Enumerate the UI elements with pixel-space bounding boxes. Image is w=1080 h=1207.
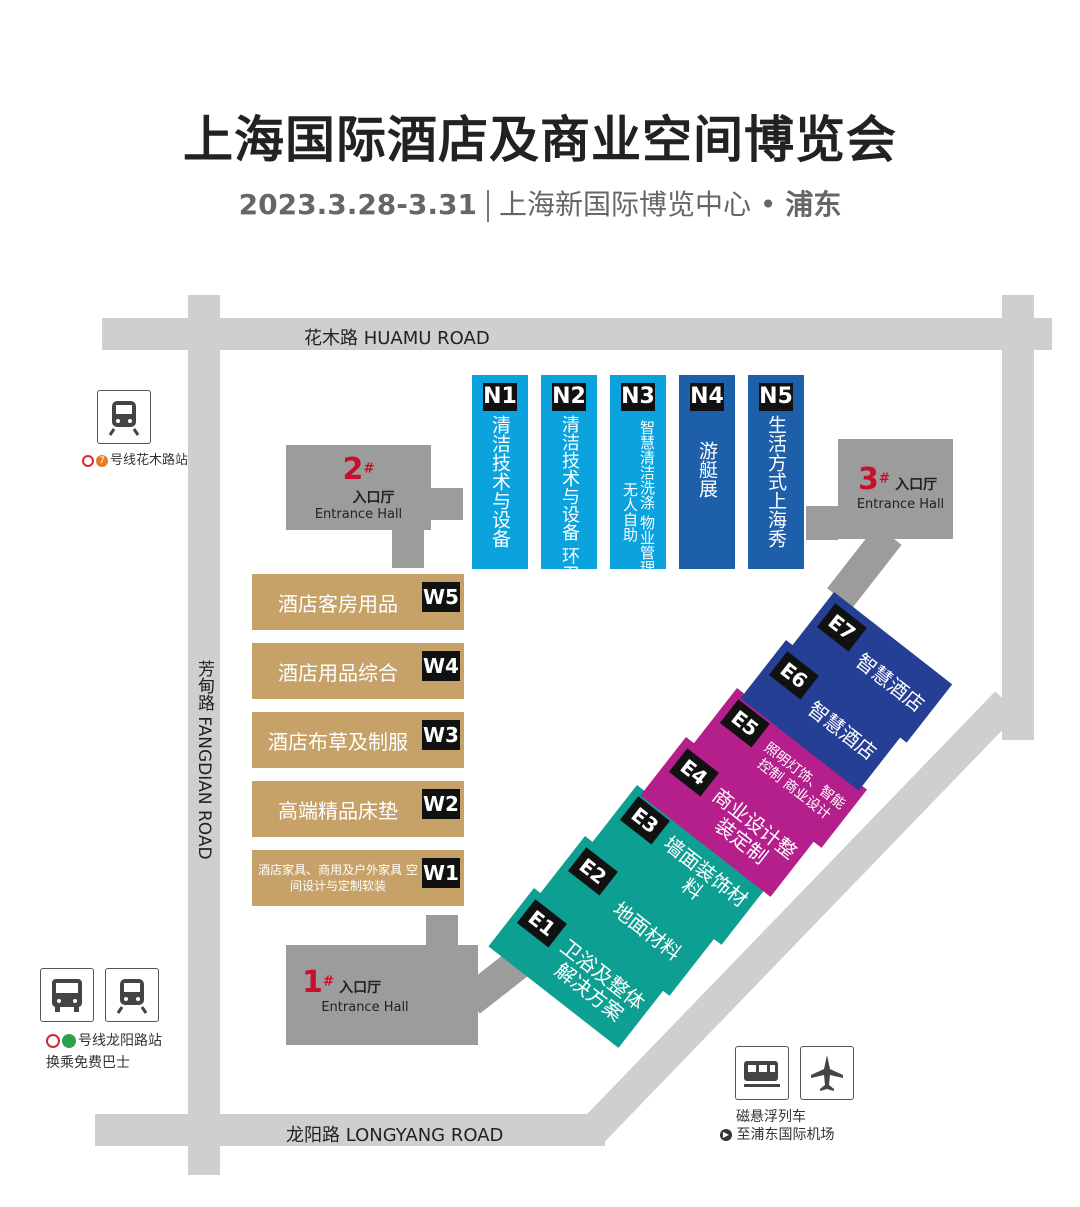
hall-w5[interactable]: 酒店客房用品 W5	[252, 574, 464, 630]
district-name: 浦东	[785, 188, 842, 221]
entrance-1-number: 1	[302, 965, 323, 1000]
shuttle-label: 换乘免费巴士	[46, 1055, 130, 1071]
entrance-2-connector	[431, 488, 463, 520]
entrance-3-connector	[806, 506, 838, 540]
longyang-station-label: 号线龙阳路站	[78, 1033, 162, 1049]
page-title: 上海国际酒店及商业空间博览会	[183, 111, 897, 169]
bus-icon	[40, 968, 94, 1022]
entrance-2-stem	[392, 530, 424, 568]
entrance-1-stem	[426, 915, 458, 947]
huamu-road-label: 花木路 HUAMU ROAD	[304, 328, 490, 349]
longyang-station: 号线龙阳路站	[46, 1030, 162, 1050]
hall-w1[interactable]: 酒店家具、商用及户外家具 空间设计与定制软装 W1	[252, 850, 464, 906]
hall-e7-tag: E7	[816, 603, 867, 652]
east-road	[1002, 295, 1034, 740]
fangdian-road-label: 芳甸路 FANGDIAN ROAD	[194, 660, 214, 860]
hall-w5-tag: W5	[422, 582, 460, 612]
hall-n3[interactable]: N3 智慧清洁洗涤 物业管理空净 无人自助	[610, 375, 666, 604]
hall-n4-tag: N4	[690, 383, 724, 411]
entrance-2-number: 2	[342, 452, 364, 487]
divider	[487, 190, 489, 222]
hall-w2-tag: W2	[422, 789, 460, 819]
entrance-1-cn: 入口厅	[339, 980, 382, 996]
entrance-3-en: Entrance Hall	[856, 497, 945, 512]
entrance-2-en: Entrance Hall	[314, 507, 403, 522]
subtitle: 2023.3.28-3.31 上海新国际博览中心 • 浦东	[0, 183, 1080, 223]
hall-w1-name: 酒店家具、商用及户外家具 空间设计与定制软装	[258, 863, 418, 893]
entrance-3-cn: 入口厅	[895, 477, 938, 493]
hall-n2-name: 清洁技术与设备 环卫	[559, 415, 580, 583]
entrance-3-sup: #	[878, 471, 891, 487]
line-badge-green	[62, 1034, 76, 1048]
hall-w4-name: 酒店用品综合	[278, 660, 398, 685]
hall-w3-tag: W3	[422, 720, 460, 750]
hall-w3[interactable]: 酒店布草及制服 W3	[252, 712, 464, 768]
entrance-3-number: 3	[858, 462, 879, 497]
longyang-road	[95, 1114, 605, 1146]
maglev-label: 磁悬浮列车	[736, 1109, 806, 1125]
hall-w4[interactable]: 酒店用品综合 W4	[252, 643, 464, 699]
play-arrow-icon: ▶	[720, 1129, 732, 1141]
hall-n2-tag: N2	[552, 383, 586, 411]
entrance-2-block	[286, 445, 431, 530]
metro-icon	[97, 390, 151, 444]
airplane-icon	[800, 1046, 854, 1100]
hall-n1[interactable]: N1 清洁技术与设备	[472, 375, 528, 569]
hall-w2[interactable]: 高端精品床垫 W2	[252, 781, 464, 837]
hall-w3-name: 酒店布草及制服	[268, 729, 408, 754]
hall-n3-name: 智慧清洁洗涤 物业管理空净 无人自助	[621, 419, 656, 605]
hall-w4-tag: W4	[422, 651, 460, 681]
event-date: 2023.3.28-3.31	[238, 188, 477, 221]
hall-n4-name: 游艇展	[696, 441, 718, 498]
hall-n1-name: 清洁技术与设备	[489, 415, 511, 548]
separator-dot: •	[759, 188, 777, 221]
hall-n5-tag: N5	[759, 383, 793, 411]
metro-logo-icon	[46, 1034, 60, 1048]
longyang-road-label: 龙阳路 LONGYANG ROAD	[286, 1125, 504, 1146]
hall-n3-tag: N3	[621, 383, 655, 411]
huamu-road	[102, 318, 1052, 350]
airport-text: 至浦东国际机场	[736, 1127, 835, 1143]
entrance-2-sup: #	[363, 461, 375, 477]
hall-n4[interactable]: N4 游艇展	[679, 375, 735, 569]
hall-n2[interactable]: N2 清洁技术与设备 环卫	[541, 375, 597, 583]
line-7-badge: 7	[96, 454, 108, 467]
entrance-2-cn: 入口厅	[352, 490, 395, 506]
hall-w5-name: 酒店客房用品	[278, 591, 398, 616]
hall-w1-tag: W1	[422, 858, 460, 888]
hall-w2-name: 高端精品床垫	[278, 798, 398, 823]
entrance-3-block	[838, 439, 953, 539]
entrance-1-en: Entrance Hall	[321, 1000, 409, 1015]
venue-name: 上海新国际博览中心	[499, 188, 752, 221]
entrance-2-label[interactable]: 2# 入口厅 Entrance Hall	[286, 452, 431, 522]
huamu-station-label: 号线花木路站	[110, 453, 189, 468]
entrance-1-sup: #	[322, 974, 335, 990]
hall-n5[interactable]: N5 生活方式上海秀	[748, 375, 804, 569]
metro-logo-icon	[82, 454, 94, 467]
entrance-1-label[interactable]: 1# 入口厅 Entrance Hall	[290, 965, 440, 1015]
fangdian-road	[188, 295, 220, 1175]
maglev-icon	[735, 1046, 789, 1100]
hall-n5-name: 生活方式上海秀	[765, 415, 787, 548]
metro-icon-longyang	[105, 968, 159, 1022]
entrance-3-label[interactable]: 3# 入口厅 Entrance Hall	[848, 462, 953, 512]
hall-n1-tag: N1	[483, 383, 517, 411]
entrance-1-block	[286, 945, 478, 1045]
airport-label: ▶ 至浦东国际机场	[720, 1124, 834, 1144]
